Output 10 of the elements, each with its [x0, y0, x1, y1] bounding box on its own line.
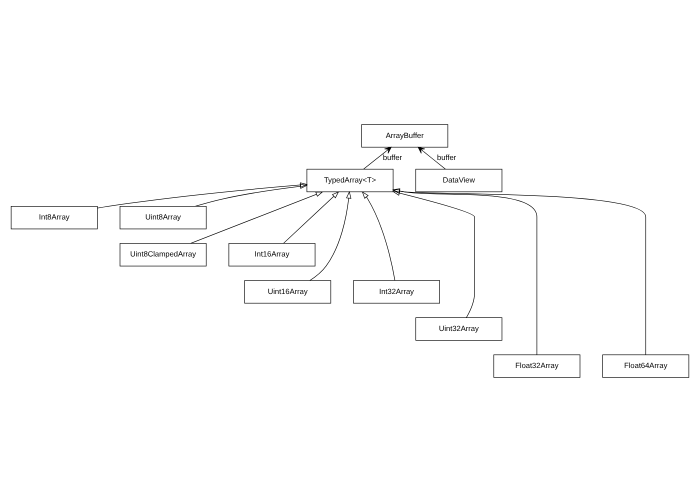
arrow [392, 188, 646, 355]
arrow [362, 191, 396, 281]
arrow [195, 184, 308, 207]
arrow [363, 146, 392, 170]
arrow [392, 188, 538, 355]
arrow [418, 146, 446, 170]
arrow [392, 190, 475, 318]
arrow [97, 182, 308, 208]
arrow [190, 192, 324, 244]
arrow [283, 191, 340, 244]
